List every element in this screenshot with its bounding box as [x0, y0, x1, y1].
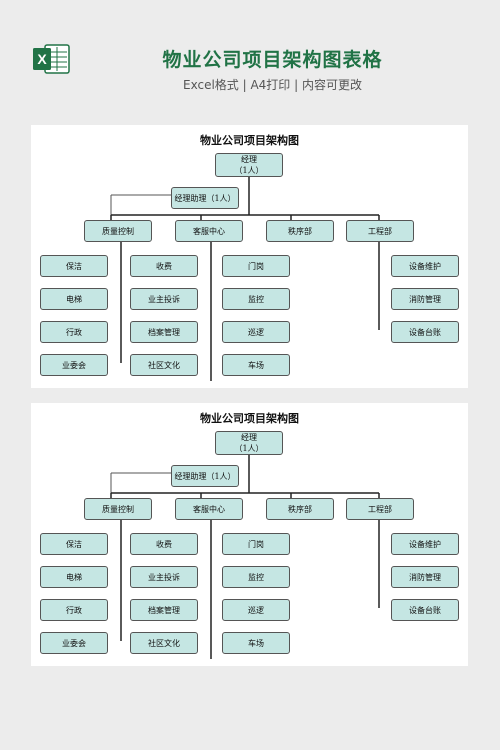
manager-box: 经理 （1人）: [215, 153, 283, 177]
sub-unit-box: 社区文化: [130, 632, 198, 654]
org-chart-sheet-2: 物业公司项目架构图 经理 （1人） 经理助理（1人） 质量控制 客服中心 秩序部…: [31, 403, 468, 666]
manager-count: （1人）: [234, 166, 264, 175]
sub-unit-box: 业委会: [40, 354, 108, 376]
dept-box: 工程部: [346, 498, 414, 520]
sheet-title: 物业公司项目架构图: [200, 134, 299, 147]
sub-unit-box: 设备台账: [391, 321, 459, 343]
sub-unit-box: 社区文化: [130, 354, 198, 376]
sub-unit-box: 车场: [222, 632, 290, 654]
assistant-box: 经理助理（1人）: [171, 187, 239, 209]
page-subtitle: Excel格式 | A4打印 | 内容可更改: [183, 78, 362, 92]
sub-unit-box: 保洁: [40, 533, 108, 555]
sub-unit-box: 车场: [222, 354, 290, 376]
sub-unit-box: 设备维护: [391, 255, 459, 277]
sub-unit-box: 档案管理: [130, 321, 198, 343]
manager-count: （1人）: [234, 444, 264, 453]
page-title: 物业公司项目架构图表格: [162, 49, 383, 71]
org-chart-sheet-1: 物业公司项目架构图 经理 （1人） 经理助理（1人） 质量控制 客服中心 秩序部…: [31, 125, 468, 388]
dept-box: 客服中心: [175, 498, 243, 520]
sub-unit-box: 监控: [222, 566, 290, 588]
dept-box: 秩序部: [266, 220, 334, 242]
sub-unit-box: 业主投诉: [130, 288, 198, 310]
assistant-box: 经理助理（1人）: [171, 465, 239, 487]
sub-unit-box: 门岗: [222, 533, 290, 555]
sub-unit-box: 收费: [130, 533, 198, 555]
dept-box: 工程部: [346, 220, 414, 242]
connector-lines: [110, 177, 380, 381]
manager-box: 经理 （1人）: [215, 431, 283, 455]
sub-unit-box: 保洁: [40, 255, 108, 277]
sub-unit-box: 消防管理: [391, 288, 459, 310]
dept-box: 质量控制: [84, 498, 152, 520]
sheet-title: 物业公司项目架构图: [200, 412, 299, 425]
connector-lines: [110, 455, 380, 659]
svg-text:X: X: [37, 51, 47, 67]
sub-unit-box: 设备台账: [391, 599, 459, 621]
dept-box: 秩序部: [266, 498, 334, 520]
manager-label: 经理: [241, 433, 257, 442]
assistant-label: 经理助理（1人）: [174, 471, 236, 481]
sub-unit-box: 行政: [40, 599, 108, 621]
assistant-label: 经理助理（1人）: [174, 193, 236, 203]
sub-unit-box: 收费: [130, 255, 198, 277]
sub-unit-box: 电梯: [40, 566, 108, 588]
sub-unit-box: 档案管理: [130, 599, 198, 621]
excel-logo-icon: X: [33, 44, 70, 74]
manager-label: 经理: [241, 155, 257, 164]
sub-unit-box: 设备维护: [391, 533, 459, 555]
sub-unit-box: 巡逻: [222, 599, 290, 621]
sub-unit-box: 电梯: [40, 288, 108, 310]
sub-unit-box: 业委会: [40, 632, 108, 654]
sub-unit-box: 业主投诉: [130, 566, 198, 588]
sub-unit-box: 行政: [40, 321, 108, 343]
sub-unit-box: 消防管理: [391, 566, 459, 588]
dept-box: 质量控制: [84, 220, 152, 242]
sub-unit-box: 门岗: [222, 255, 290, 277]
sub-unit-box: 监控: [222, 288, 290, 310]
sub-unit-box: 巡逻: [222, 321, 290, 343]
dept-box: 客服中心: [175, 220, 243, 242]
